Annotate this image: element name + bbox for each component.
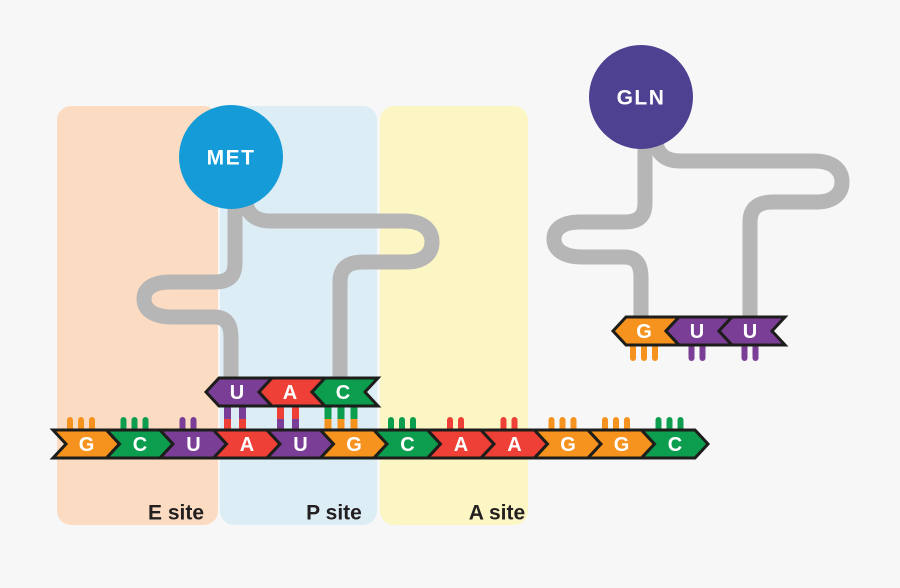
anticodon-base-letter: G [636, 321, 652, 343]
anticodon-base-letter: U [230, 382, 244, 404]
mrna-base-chevron [638, 428, 711, 460]
mrna-base-letter: C [133, 434, 147, 456]
mrna-base-letter: C [400, 434, 414, 456]
met-trna-backbone [136, 178, 440, 392]
anticodon-base-letter: C [336, 382, 350, 404]
anticodon-base-letter: U [743, 321, 757, 343]
codon-anticodon-bond-top [350, 404, 358, 419]
e-site-label: E site [148, 502, 204, 525]
mrna-base-letter: A [240, 434, 254, 456]
trna-left-arm [136, 178, 243, 392]
met-label: MET [207, 147, 256, 170]
mrna-base-letter: G [614, 434, 630, 456]
gln-amino-acid-circle [589, 45, 693, 149]
codon-anticodon-bond-bottom [350, 419, 358, 433]
a-site-label: A site [469, 502, 525, 525]
codon-anticodon-bond-bottom [224, 419, 231, 433]
mrna-base-letter: A [454, 434, 468, 456]
anticodon-base-chevron [716, 315, 789, 347]
codon-anticodon-bond-top [324, 404, 332, 419]
codon-anticodon-bond-bottom [292, 419, 299, 433]
mrna-base-letter: A [507, 434, 521, 456]
mrna-base-letter: U [186, 434, 200, 456]
codon-anticodon-bond-bottom [277, 419, 284, 433]
anticodon-base-chevron [309, 376, 382, 408]
mrna-base-letter: U [293, 434, 307, 456]
codon-anticodon-bond-top [292, 404, 299, 419]
codon-anticodon-bond-bottom [337, 419, 345, 433]
anticodon-base-letter: A [283, 382, 297, 404]
mrna-base-letter: G [346, 434, 362, 456]
codon-anticodon-bond-top [239, 404, 246, 419]
a-site-band [380, 106, 528, 525]
met-amino-acid-circle [179, 105, 283, 209]
e-site-band [57, 106, 218, 525]
mrna-base-letter: G [560, 434, 576, 456]
codon-anticodon-bond-bottom [324, 419, 332, 433]
trna-right-arm [238, 178, 440, 392]
mrna-base-letter: C [668, 434, 682, 456]
codon-anticodon-bond-bottom [239, 419, 246, 433]
gln-label: GLN [617, 87, 666, 110]
codon-anticodon-bond-top [277, 404, 284, 419]
p-site-label: P site [306, 502, 362, 525]
codon-anticodon-bond-top [337, 404, 345, 419]
mrna-base-letter: G [79, 434, 95, 456]
anticodon-base-letter: U [690, 321, 704, 343]
codon-anticodon-bond-top [224, 404, 231, 419]
